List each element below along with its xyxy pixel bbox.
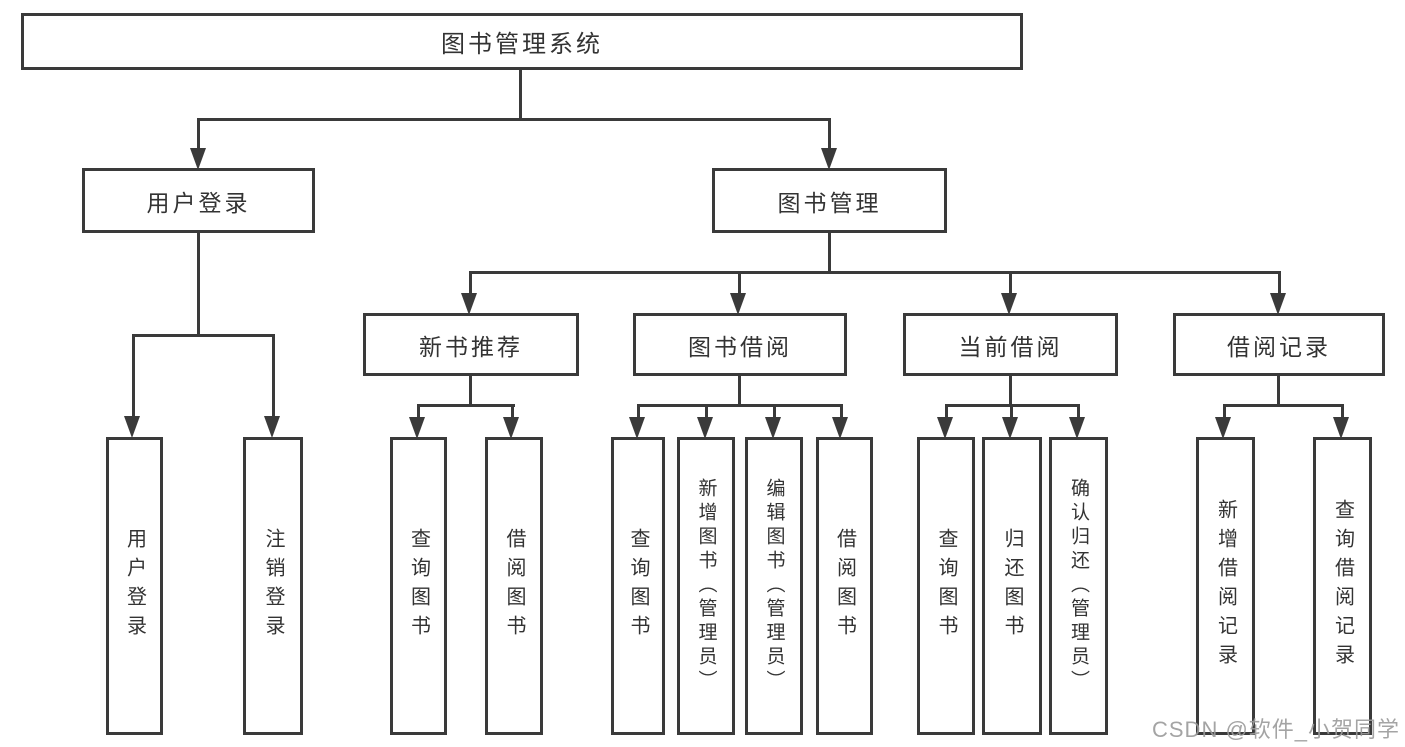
- leaf-logout: 注销登录: [243, 437, 303, 735]
- leaf-query-books-current: 查询图书: [917, 437, 975, 735]
- connector-to-leaf: [272, 334, 275, 420]
- connector-to-leaf: [417, 404, 420, 421]
- arrowhead-down-icon: [629, 417, 645, 439]
- connector-to-leaf: [511, 404, 514, 421]
- arrowhead-down-icon: [1333, 417, 1349, 439]
- node-current-borrow-label: 当前借阅: [958, 333, 1063, 360]
- connector-to-book-management: [828, 118, 831, 152]
- leaf-borrow-books-newbook: 借阅图书: [485, 437, 543, 735]
- connector-to-leaf: [840, 404, 843, 421]
- csdn-watermark: CSDN @软件_小贺同学: [1152, 717, 1401, 742]
- connector-to-leaf: [773, 404, 776, 421]
- leaf-edit-books-admin: 编辑图书（管理员）: [745, 437, 803, 735]
- connector-to-user-login: [197, 118, 200, 152]
- connector-to-new-book: [469, 271, 472, 297]
- arrowhead-down-icon: [461, 293, 477, 315]
- node-user-login: 用户登录: [82, 168, 315, 233]
- node-root-label: 图书管理系统: [441, 31, 603, 58]
- leaf-label: 用户登录: [123, 528, 146, 644]
- node-borrow-records-label: 借阅记录: [1227, 333, 1331, 360]
- leaf-label: 新增图书（管理员）: [695, 478, 717, 694]
- leaf-add-books-admin: 新增图书（管理员）: [677, 437, 735, 735]
- leaf-label: 借阅图书: [833, 528, 856, 644]
- arrowhead-down-icon: [1069, 417, 1085, 439]
- arrowhead-down-icon: [409, 417, 425, 439]
- leaf-confirm-return-admin: 确认归还（管理员）: [1049, 437, 1108, 735]
- arrowhead-down-icon: [765, 417, 781, 439]
- connector-to-leaf: [1223, 404, 1226, 421]
- leaf-label: 归还图书: [1001, 528, 1023, 644]
- node-new-book-recommend: 新书推荐: [363, 313, 579, 376]
- connector-current-borrow-stem: [1009, 376, 1012, 407]
- connector-to-borrow-records: [1278, 271, 1281, 297]
- arrowhead-down-icon: [190, 148, 206, 170]
- connector-new-book-stem: [469, 376, 472, 407]
- connector-root-stem: [519, 68, 522, 121]
- leaf-query-books-newbook: 查询图书: [390, 437, 447, 735]
- node-book-borrow-label: 图书借阅: [688, 333, 792, 360]
- leaf-borrow-books: 借阅图书: [816, 437, 873, 735]
- connector-to-leaf: [945, 404, 948, 421]
- connector-book-borrow-stem: [738, 376, 741, 407]
- connector-borrow-records-branch: [1223, 404, 1344, 407]
- connector-to-leaf: [132, 334, 135, 420]
- leaf-label: 查询借阅记录: [1331, 499, 1354, 673]
- connector-to-leaf: [1077, 404, 1080, 421]
- connector-to-leaf: [705, 404, 708, 421]
- leaf-label: 借阅图书: [503, 528, 525, 644]
- connector-book-management-stem: [828, 233, 831, 274]
- connector-user-login-branch: [132, 334, 275, 337]
- leaf-query-books-borrow: 查询图书: [611, 437, 665, 735]
- node-book-management-label: 图书管理: [777, 189, 882, 216]
- arrowhead-down-icon: [1270, 293, 1286, 315]
- arrowhead-down-icon: [821, 148, 837, 170]
- arrowhead-down-icon: [730, 293, 746, 315]
- leaf-label: 查询图书: [935, 528, 957, 644]
- arrowhead-down-icon: [124, 416, 140, 438]
- arrowhead-down-icon: [264, 416, 280, 438]
- leaf-query-borrow-record: 查询借阅记录: [1313, 437, 1372, 735]
- node-book-management: 图书管理: [712, 168, 947, 233]
- leaf-label: 注销登录: [262, 528, 284, 644]
- connector-root-branch: [197, 118, 831, 121]
- connector-to-leaf: [1341, 404, 1344, 421]
- arrowhead-down-icon: [937, 417, 953, 439]
- arrowhead-down-icon: [697, 417, 713, 439]
- arrowhead-down-icon: [1215, 417, 1231, 439]
- connector-book-management-branch: [469, 271, 1281, 274]
- arrowhead-down-icon: [503, 417, 519, 439]
- leaf-label: 新增借阅记录: [1214, 499, 1237, 673]
- leaf-label: 编辑图书（管理员）: [763, 478, 785, 694]
- connector-book-borrow-branch: [637, 404, 843, 407]
- connector-to-leaf: [1010, 404, 1013, 421]
- node-current-borrow: 当前借阅: [903, 313, 1118, 376]
- node-root: 图书管理系统: [21, 13, 1023, 70]
- connector-user-login-stem: [197, 233, 200, 337]
- leaf-user-login: 用户登录: [106, 437, 163, 735]
- leaf-label: 确认归还（管理员）: [1068, 478, 1089, 694]
- node-book-borrow: 图书借阅: [633, 313, 847, 376]
- arrowhead-down-icon: [1001, 293, 1017, 315]
- node-user-login-label: 用户登录: [146, 189, 251, 216]
- connector-to-book-borrow: [738, 271, 741, 297]
- connector-borrow-records-stem: [1277, 376, 1280, 407]
- connector-to-current-borrow: [1009, 271, 1012, 297]
- leaf-return-books: 归还图书: [982, 437, 1042, 735]
- connector-new-book-branch: [417, 404, 515, 407]
- leaf-add-borrow-record: 新增借阅记录: [1196, 437, 1255, 735]
- connector-to-leaf: [637, 404, 640, 421]
- leaf-label: 查询图书: [407, 528, 430, 644]
- arrowhead-down-icon: [1002, 417, 1018, 439]
- node-borrow-records: 借阅记录: [1173, 313, 1385, 376]
- arrowhead-down-icon: [832, 417, 848, 439]
- node-new-book-recommend-label: 新书推荐: [419, 333, 523, 360]
- leaf-label: 查询图书: [627, 528, 649, 644]
